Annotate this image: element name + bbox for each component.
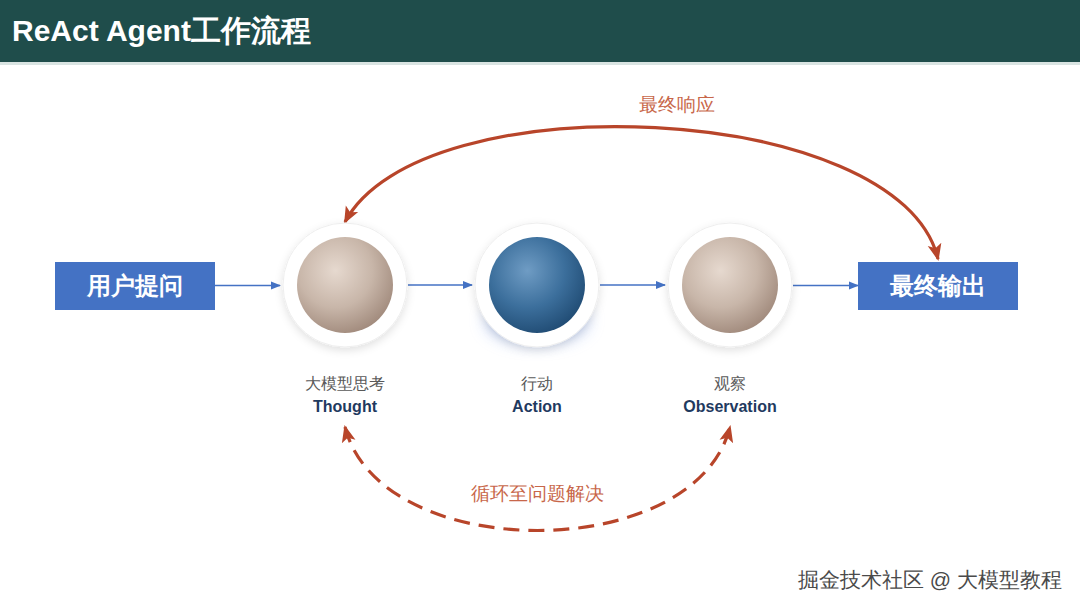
title-rule — [0, 62, 1080, 65]
step-circle: 大模型思考Thought — [280, 220, 410, 350]
title-text: ReAct Agent工作流程 — [12, 12, 311, 50]
edge-label: 最终响应 — [635, 93, 719, 117]
watermark: 掘金技术社区 @ 大模型教程 — [798, 567, 1062, 593]
return-arrow — [345, 127, 938, 259]
loop-arrow — [345, 427, 730, 531]
flow-arrow — [793, 285, 858, 287]
process-box: 最终输出 — [858, 262, 1018, 310]
box-label: 用户提问 — [87, 270, 183, 302]
circle-shape — [472, 220, 602, 350]
process-box: 用户提问 — [55, 262, 215, 310]
step-circle: 行动Action — [472, 220, 602, 350]
circle-shape — [665, 220, 795, 350]
flow-arrow — [600, 284, 665, 286]
step-name: 大模型思考 — [305, 374, 385, 394]
box-label: 最终输出 — [890, 270, 986, 302]
step-term: Action — [512, 397, 562, 417]
step-term: Thought — [313, 397, 377, 417]
step-name: 观察 — [714, 374, 746, 394]
flow-arrow — [215, 285, 280, 287]
step-name: 行动 — [521, 374, 553, 394]
edge-label: 循环至问题解决 — [467, 482, 608, 506]
circle-shape — [280, 220, 410, 350]
step-circle: 观察Observation — [665, 220, 795, 350]
step-term: Observation — [683, 397, 776, 417]
flow-arrow — [408, 284, 472, 286]
